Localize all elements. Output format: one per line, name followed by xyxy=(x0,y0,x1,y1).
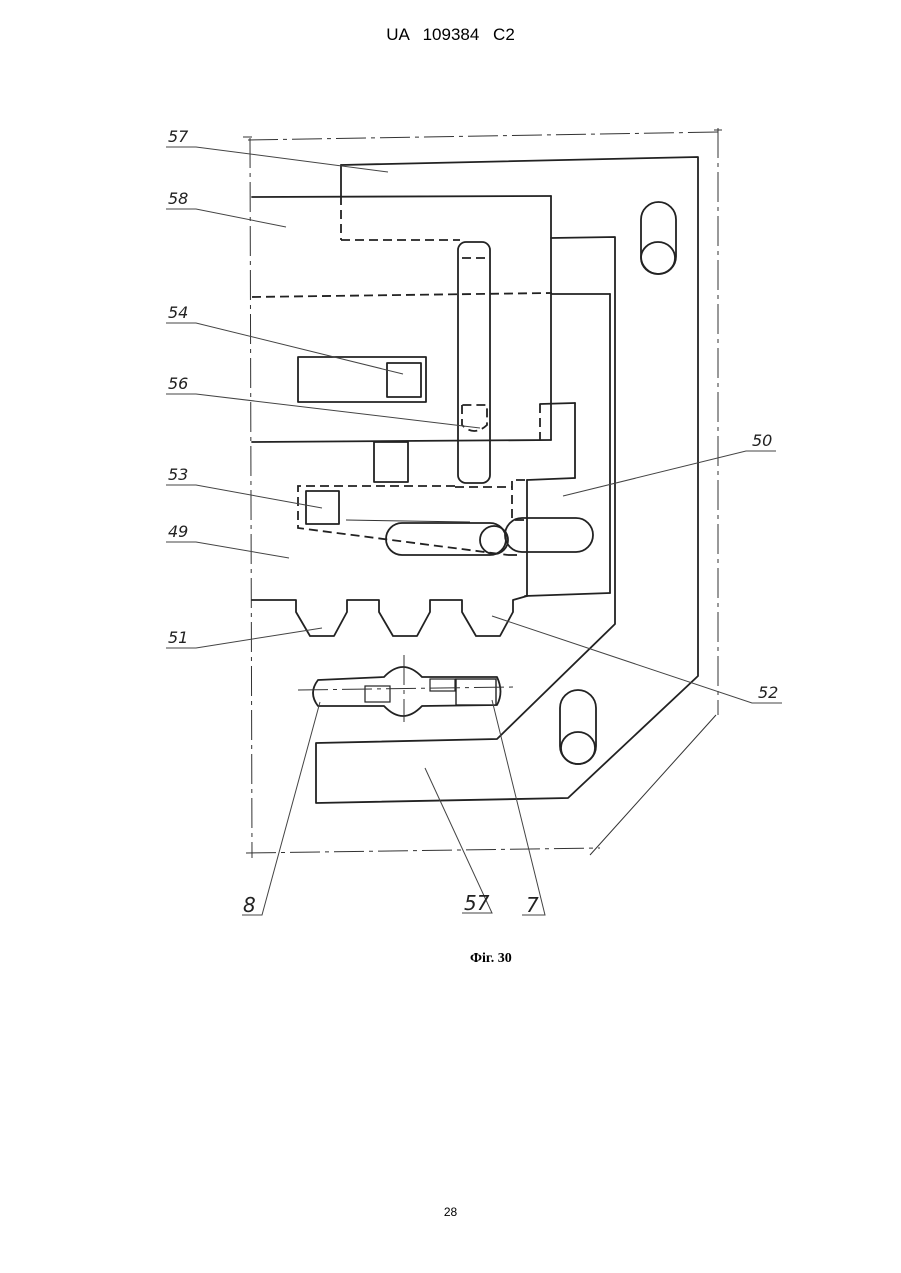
label-50: 50 xyxy=(752,431,772,450)
part-53-frame xyxy=(298,480,525,555)
label-52: 52 xyxy=(758,683,778,702)
label-51: 51 xyxy=(168,628,188,647)
part-56-slider xyxy=(458,242,490,483)
label-58: 58 xyxy=(168,189,188,208)
part-58-plate xyxy=(252,196,610,596)
part-labels: 57 58 54 56 53 49 51 50 52 8 57 7 xyxy=(168,127,778,917)
shaft-section xyxy=(298,655,514,722)
label-53: 53 xyxy=(168,465,188,484)
boundary-frame xyxy=(243,128,722,858)
page-number: 28 xyxy=(0,1205,901,1219)
label-57-bottom: 57 xyxy=(464,891,490,915)
label-56: 56 xyxy=(168,374,188,393)
stub-block xyxy=(374,442,408,482)
part-49-rack xyxy=(252,480,527,636)
label-8: 8 xyxy=(243,893,256,917)
label-54: 54 xyxy=(168,303,188,322)
figure-caption: Фіг. 30 xyxy=(470,951,512,967)
label-7: 7 xyxy=(526,893,539,917)
mounting-holes xyxy=(560,202,676,764)
pin-slot xyxy=(386,518,593,555)
label-57-top: 57 xyxy=(168,127,189,146)
label-49: 49 xyxy=(168,522,188,541)
